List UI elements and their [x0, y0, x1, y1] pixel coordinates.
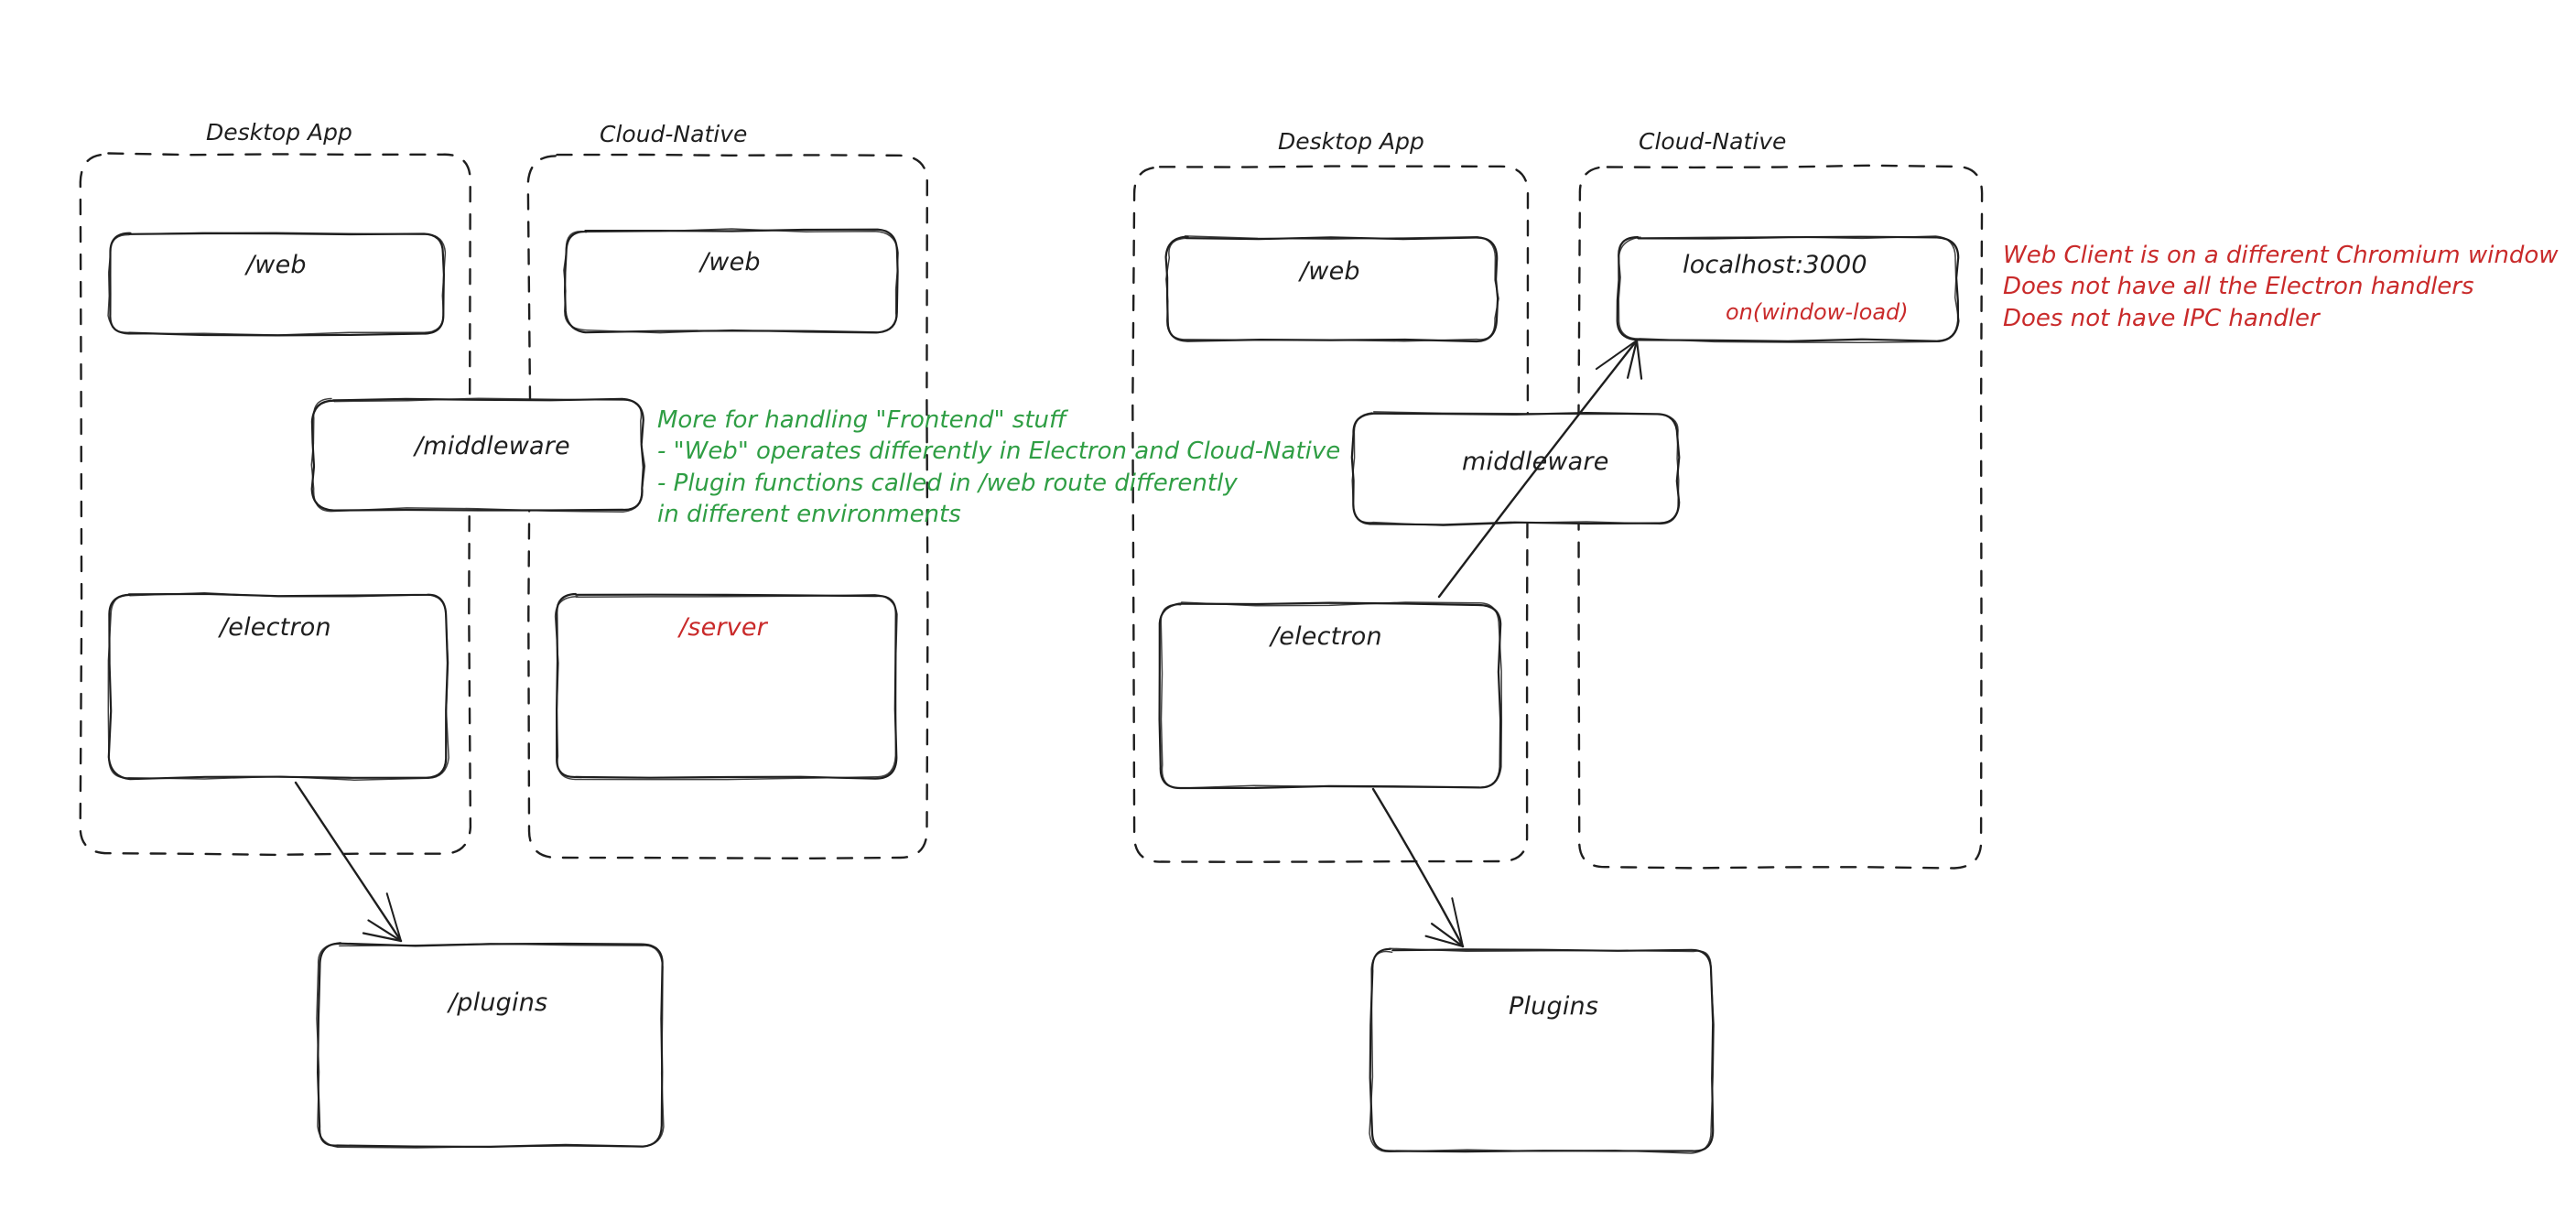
node-right-middleware[interactable] [1350, 411, 1681, 526]
arrow-right-electron-to-localhost [1437, 339, 1643, 599]
arrow-head [362, 932, 403, 943]
node-outline [310, 397, 644, 512]
node-outline [107, 592, 449, 781]
node-outline [1369, 947, 1715, 1153]
arrow-head [367, 919, 403, 943]
group-left-desktop-app [79, 152, 472, 857]
arrow-shaft [1371, 787, 1465, 948]
arrow-head [1635, 339, 1643, 380]
node-left-middleware[interactable] [310, 397, 646, 513]
node-outline-2 [1351, 411, 1680, 526]
node-outline [1158, 601, 1502, 790]
group-right-desktop-app [1131, 165, 1530, 863]
node-outline [317, 942, 664, 1148]
arrow-shaft [1437, 339, 1639, 599]
node-outline-2 [107, 592, 449, 781]
arrow-head [1424, 935, 1465, 948]
node-outline-2 [107, 232, 447, 336]
group-dashed-border [1577, 164, 1984, 870]
group-dashed-border [526, 153, 929, 859]
node-left-electron[interactable] [107, 592, 449, 781]
node-outline-2 [563, 228, 899, 334]
node-outline-2 [310, 397, 646, 513]
node-outline-2 [1165, 235, 1499, 342]
group-left-cloud-native [526, 153, 929, 859]
node-outline-2 [554, 593, 898, 781]
group-dashed-border [79, 152, 472, 857]
node-outline [556, 592, 898, 780]
arrow-head [1627, 339, 1639, 379]
node-outline [1164, 235, 1499, 343]
arrow-right-electron-to-plugins [1371, 787, 1465, 948]
arrow-head [1451, 897, 1464, 947]
node-right-web-desktop[interactable] [1164, 235, 1499, 343]
node-outline [109, 232, 445, 337]
node-outline-2 [1618, 235, 1960, 343]
node-right-electron[interactable] [1158, 601, 1503, 790]
node-outline [564, 228, 899, 334]
node-left-web-desktop[interactable] [107, 232, 447, 337]
node-left-web-cloud[interactable] [563, 228, 899, 334]
arrow-head [1595, 340, 1638, 371]
group-right-cloud-native [1577, 164, 1984, 870]
group-dashed-border [1131, 165, 1530, 863]
node-outline [1350, 412, 1681, 526]
node-outline-2 [1160, 601, 1503, 789]
arrow-left-electron-to-plugins [294, 781, 403, 943]
node-outline-2 [316, 942, 665, 1149]
arrow-head [1431, 923, 1465, 948]
node-outline [1616, 235, 1960, 342]
node-left-plugins[interactable] [316, 942, 665, 1149]
node-left-server[interactable] [554, 592, 898, 781]
node-right-plugins[interactable] [1369, 947, 1715, 1154]
arrow-head [385, 892, 402, 942]
arrow-shaft [294, 781, 403, 943]
node-right-localhost[interactable] [1616, 235, 1960, 343]
node-outline-2 [1369, 947, 1715, 1154]
